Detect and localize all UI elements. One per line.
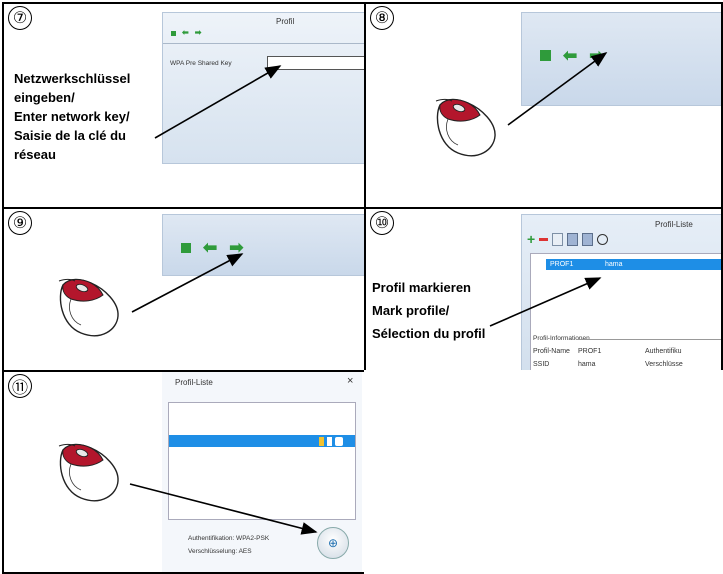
step-7-instruction: Netzwerkschlüssel eingeben/ Enter networ… — [14, 69, 130, 164]
profile-name-cell: PROF1 — [550, 261, 574, 268]
info-value: hama — [578, 361, 596, 368]
profile-list-title: Profil-Liste — [175, 378, 213, 387]
instruction-line: Enter network key/ — [14, 109, 130, 124]
step-11-panel: ⑪ Profil-Liste × Authentifikation: WPA2-… — [2, 370, 366, 574]
stop-icon[interactable] — [181, 242, 191, 253]
info-row-ssid: SSID hama Verschlüsse — [533, 361, 683, 368]
step-7-number: ⑦ — [8, 6, 32, 30]
instruction-line: Saisie de la clé du — [14, 128, 126, 143]
profile-list: PROF1 hama Profil-Informationen Profil-N… — [530, 253, 721, 370]
profile-list-toolbar: + — [527, 231, 609, 247]
export-icon[interactable] — [582, 232, 594, 246]
encryption-info: Verschlüsselung: AES — [188, 548, 252, 555]
remove-icon[interactable] — [539, 237, 549, 241]
info-value: PROF1 — [578, 348, 602, 355]
profile-list-title: Profil-Liste — [655, 220, 693, 229]
info-row-profile-name: Profil-Name PROF1 Authentifiku — [533, 348, 682, 355]
profile-list — [168, 402, 356, 520]
profile-row-selected[interactable]: PROF1 hama — [546, 259, 721, 270]
forward-arrow-icon[interactable]: ➡ — [194, 28, 202, 37]
step-10-instruction: Profil markieren Mark profile/ Sélection… — [372, 276, 485, 345]
back-arrow-icon[interactable]: ⬅ — [563, 46, 578, 65]
profile-dialog-title: Profil — [276, 17, 295, 26]
instruction-line: réseau — [14, 147, 56, 162]
connect-wifi-button[interactable]: ⊕ — [317, 527, 349, 559]
key-icon — [319, 436, 324, 446]
step-7-panel: ⑦ Profil ⬅ ➡ WPA Pre Shared Key Netzwerk… — [2, 2, 366, 209]
info-label: Profil-Name — [533, 348, 570, 355]
step-9-panel: ⑨ ⬅ ➡ — [2, 207, 366, 372]
step-10-number: ⑩ — [370, 211, 394, 235]
wpa-key-label: WPA Pre Shared Key — [170, 60, 232, 67]
auth-info: Authentifikation: WPA2-PSK — [188, 535, 270, 542]
instruction-line: Netzwerkschlüssel — [14, 71, 131, 86]
instruction-line: Mark profile/ — [372, 303, 450, 318]
info-label: SSID — [533, 361, 550, 368]
profile-list-dialog: Profil-Liste + PROF1 hama Profil-Informa… — [521, 214, 721, 370]
connect-icon[interactable] — [597, 233, 609, 245]
profile-row-selected[interactable] — [169, 435, 355, 447]
close-icon[interactable]: × — [347, 375, 354, 387]
profile-ssid-cell: hama — [605, 261, 623, 268]
back-arrow-icon[interactable]: ⬅ — [182, 28, 189, 37]
step-8-number: ⑧ — [370, 6, 394, 30]
row-status-icons — [319, 435, 343, 447]
info-extra: Authentifiku — [645, 348, 682, 355]
step-8-panel: ⑧ ⬅ ➡ — [364, 2, 723, 209]
forward-arrow-icon[interactable]: ➡ — [589, 46, 604, 65]
stop-icon[interactable] — [171, 30, 176, 36]
instruction-line: Sélection du profil — [372, 326, 486, 341]
stop-icon[interactable] — [540, 50, 551, 61]
wifi-antenna-icon: ⊕ — [327, 536, 339, 550]
connected-icon — [335, 436, 343, 446]
wpa-key-input[interactable] — [267, 56, 364, 70]
step-10-panel: ⑩ Profil-Liste + PROF1 hama Profil-Infor… — [364, 207, 723, 372]
toolbar: ⬅ ➡ — [181, 239, 244, 256]
instruction-line: Profil markieren — [372, 280, 471, 295]
toolbar-closeup: ⬅ ➡ — [521, 12, 721, 106]
empty-panel — [364, 370, 723, 574]
forward-arrow-icon[interactable]: ➡ — [229, 238, 244, 257]
back-arrow-icon[interactable]: ⬅ — [203, 238, 218, 257]
add-icon[interactable]: + — [527, 231, 536, 247]
profile-dialog: Profil ⬅ ➡ WPA Pre Shared Key — [162, 12, 364, 164]
edit-icon[interactable] — [552, 232, 564, 246]
toolbar: ⬅ ➡ — [540, 47, 604, 64]
instruction-line: eingeben/ — [14, 90, 75, 105]
profile-toolbar: ⬅ ➡ — [171, 29, 201, 37]
signal-icon — [327, 436, 332, 446]
profile-list-dialog: Profil-Liste × Authentifikation: WPA2-PS… — [162, 372, 362, 572]
import-icon[interactable] — [567, 232, 579, 246]
toolbar-closeup: ⬅ ➡ — [162, 214, 364, 276]
profile-info-header: Profil-Informationen — [533, 335, 590, 342]
info-extra: Verschlüsse — [645, 361, 683, 368]
step-11-number: ⑪ — [8, 374, 32, 398]
step-9-number: ⑨ — [8, 211, 32, 235]
